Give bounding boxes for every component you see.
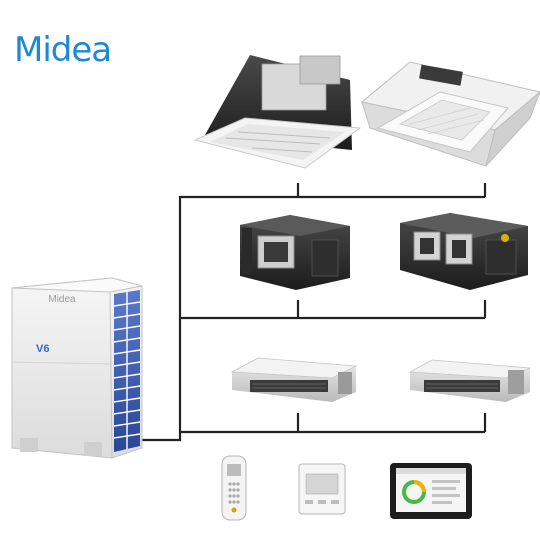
outdoor-vrf-unit: Midea V6 <box>11 277 143 459</box>
duct-unit-high-static <box>240 215 350 290</box>
touch-screen-controller-icon <box>390 463 472 519</box>
midea-logo: Midea <box>14 30 112 70</box>
cassette-unit-open <box>193 55 362 169</box>
duct-unit-high-static-large <box>400 213 528 290</box>
slim-duct-unit <box>230 357 358 402</box>
remote-control-icon <box>221 455 247 521</box>
slim-duct-unit-compact <box>408 359 531 402</box>
fan-grille <box>113 290 141 452</box>
wired-controller-icon <box>298 463 346 515</box>
outdoor-brand-label: Midea <box>48 294 76 305</box>
refrigerant-pipe-lines <box>142 183 487 442</box>
series-badge: V6 <box>36 343 49 355</box>
cassette-unit-closed <box>360 61 540 167</box>
